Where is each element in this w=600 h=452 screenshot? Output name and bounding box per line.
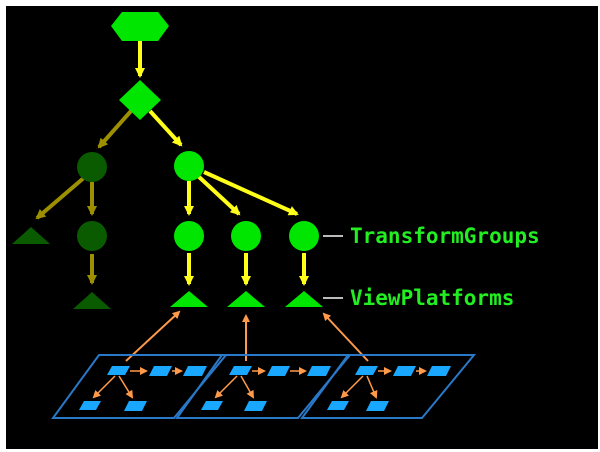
branch-diamond-node [119,80,161,120]
dark-transform-group-node [77,221,107,251]
screen-panel-2 [175,354,353,419]
root-hexagon-node [111,12,169,41]
transform-group-node-1 [174,221,204,251]
dark-edges [35,109,133,285]
dark-leaf-node-left [12,227,50,244]
view-platforms-label: ViewPlatforms [350,286,514,310]
dark-leaf-node-bottom [73,292,111,309]
bright-group-node [174,151,204,181]
view-platform-node-1 [170,291,208,307]
bright-edges [135,41,309,286]
view-platform-node-2 [227,291,265,307]
transform-group-node-2 [231,221,261,251]
screen-panel-3 [300,354,477,419]
dark-group-node [77,152,107,182]
view-platform-node-3 [285,291,323,307]
screen-panel-1 [51,354,229,419]
view-links [125,310,369,362]
transform-groups-label: TransformGroups [350,224,540,248]
transform-group-node-3 [289,221,319,251]
